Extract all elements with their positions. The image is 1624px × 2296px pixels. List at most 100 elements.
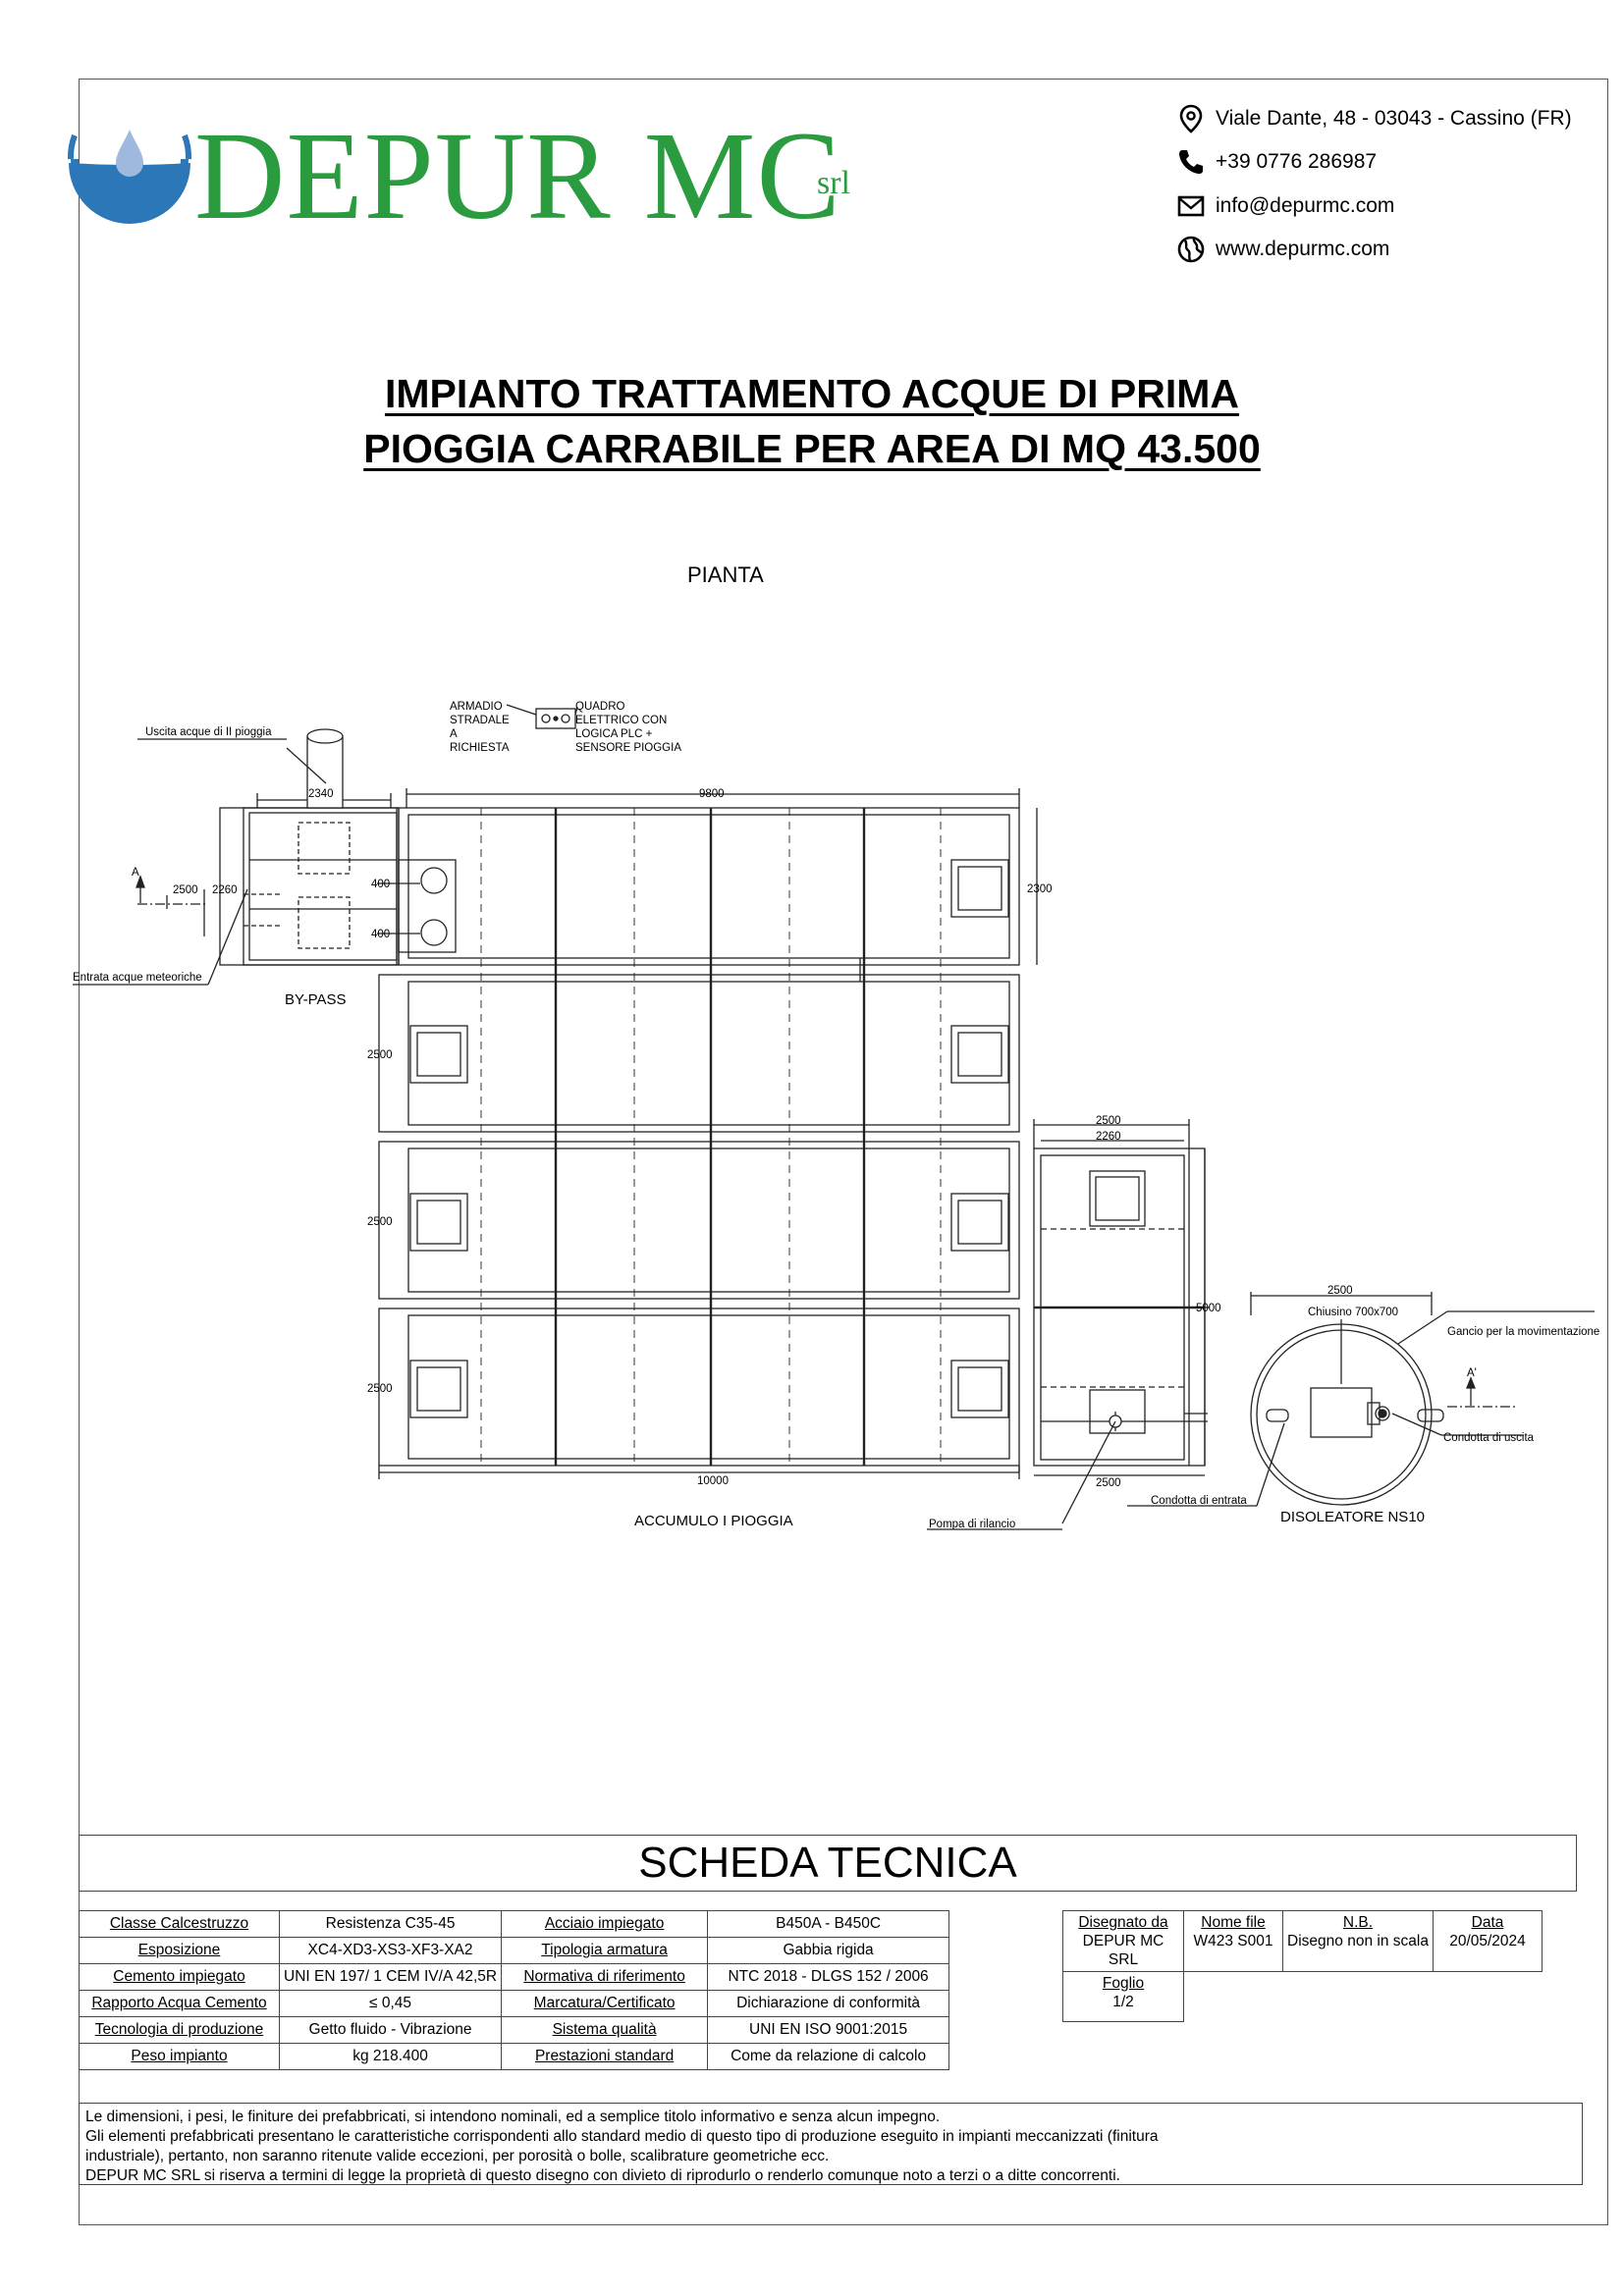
quadro-elettrico-icon [506,704,578,729]
disegnato-label: Disegnato da [1078,1914,1168,1931]
dim-10000: 10000 [697,1475,729,1487]
label-gancio: Gancio per la movimentazione [1447,1326,1599,1338]
tech-label: Marcatura/Certificato [501,1990,709,2017]
bypass-tank [73,728,400,986]
dim-2500-tank4: 2500 [367,1383,393,1395]
tech-value: XC4-XD3-XS3-XF3-XA2 [278,1937,503,1964]
nb-label: N.B. [1342,1914,1374,1931]
contact-website: www.depurmc.com [1176,235,1389,264]
section-mark-a1: A' [1467,1367,1477,1379]
label-quadro-3: LOGICA PLC + [575,728,653,740]
tech-value: ≤ 0,45 [278,1990,503,2017]
note-line: Gli elementi prefabbricati presentano le… [85,2128,1159,2145]
note-line: DEPUR MC SRL si riserva a termini di leg… [85,2167,1120,2184]
label-entrata-meteoriche: Entrata acque meteoriche [73,972,202,984]
address-text: Viale Dante, 48 - 03043 - Cassino (FR) [1216,107,1572,130]
tech-label: Cemento impiegato [79,1963,280,1991]
foglio-label: Foglio [1102,1975,1145,1992]
tech-value: UNI EN ISO 9001:2015 [707,2016,950,2044]
section-mark-a: A [132,867,139,879]
tech-label: Peso impianto [79,2043,280,2070]
label-uscita-ii: Uscita acque di II pioggia [145,726,272,738]
data-value: 20/05/2024 [1449,1933,1526,1949]
contact-phone: +39 0776 286987 [1176,147,1377,177]
page-title: IMPIANTO TRATTAMENTO ACQUE DI PRIMA PIOG… [0,369,1624,473]
title-line-2: PIOGGIA CARRABILE PER AREA DI MQ 43.500 [363,426,1261,471]
dim-400-bottom: 400 [371,929,390,940]
tech-value: Dichiarazione di conformità [707,1990,950,2017]
dim-2500-tank3: 2500 [367,1216,393,1228]
tech-label: Rapporto Acqua Cemento [79,1990,280,2017]
note-line: industriale), pertanto, non saranno rite… [85,2148,830,2164]
technical-drawing: ARMADIO STRADALE A RICHIESTA QUADRO ELET… [73,701,1599,1530]
tech-value: Gabbia rigida [707,1937,950,1964]
dim-2500-rilancio-bottom: 2500 [1096,1477,1121,1489]
label-pompa: Pompa di rilancio [929,1519,1015,1530]
cell-nome-file: Nome file W423 S001 [1183,1910,1283,1972]
phone-text: +39 0776 286987 [1216,150,1378,173]
tech-label: Esposizione [79,1937,280,1964]
dim-5000: 5000 [1196,1303,1221,1314]
tech-label: Classe Calcestruzzo [79,1910,280,1938]
tech-value: UNI EN 197/ 1 CEM IV/A 42,5R [278,1963,503,1991]
disclaimer-notes: Le dimensioni, i pesi, le finiture dei p… [79,2103,1583,2185]
tech-value: NTC 2018 - DLGS 152 / 2006 [707,1963,950,1991]
tech-value: B450A - B450C [707,1910,950,1938]
cell-disegnato: Disegnato da DEPUR MC SRL [1062,1910,1184,1972]
label-armadio-4: RICHIESTA [450,742,510,754]
label-chiusino: Chiusino 700x700 [1308,1307,1398,1318]
label-bypass: BY-PASS [285,991,347,1008]
logo-suffix: srl [817,165,850,201]
email-icon [1177,195,1205,217]
label-condotta-entrata: Condotta di entrata [1151,1495,1247,1507]
cell-nb: N.B. Disegno non in scala [1282,1910,1434,1972]
contact-email: info@depurmc.com [1176,191,1394,221]
dim-2500-rilancio-top: 2500 [1096,1115,1121,1127]
info-table: Disegnato da DEPUR MC SRL Nome file W423… [1062,1910,1543,2022]
logo-icon [67,130,192,224]
disoleatore [1127,1292,1595,1507]
label-armadio-1: ARMADIO [450,701,503,713]
tech-value: Resistenza C35-45 [278,1910,503,1938]
tech-label: Sistema qualità [501,2016,709,2044]
label-condotta-uscita: Condotta di uscita [1443,1432,1535,1444]
phone-icon [1179,150,1203,174]
dim-2300: 2300 [1027,883,1053,895]
tech-label: Tecnologia di produzione [79,2016,280,2044]
tech-label: Tipologia armatura [501,1937,709,1964]
globe-icon [1177,236,1205,263]
dim-2500-tank2: 2500 [367,1049,393,1061]
tech-value: Getto fluido - Vibrazione [278,2016,503,2044]
label-armadio-2: STRADALE [450,715,510,726]
dim-9800: 9800 [699,788,725,800]
dim-2500-bypass: 2500 [173,884,198,896]
label-armadio-3: A [450,728,458,740]
label-disoleatore: DISOLEATORE NS10 [1280,1509,1425,1525]
cell-data: Data 20/05/2024 [1433,1910,1543,1972]
foglio-value: 1/2 [1112,1994,1134,2010]
rilancio-tank [927,1119,1210,1530]
tech-label: Normativa di riferimento [501,1963,709,1991]
contact-address: Viale Dante, 48 - 03043 - Cassino (FR) [1176,104,1572,133]
disegnato-value: DEPUR MC SRL [1082,1933,1164,1968]
accumulo-tanks [378,788,1038,1479]
dim-2260-rilancio: 2260 [1096,1131,1121,1143]
dim-2260-bypass: 2260 [212,884,238,896]
scheda-title: SCHEDA TECNICA [79,1835,1577,1892]
tech-value: Come da relazione di calcolo [707,2043,950,2070]
label-accumulo: ACCUMULO I PIOGGIA [634,1513,793,1529]
logo-text: DEPUR MC [194,106,841,245]
label-quadro-1: QUADRO [575,701,625,713]
dim-400-top: 400 [371,879,390,890]
page-frame [79,79,1608,2225]
nb-value: Disegno non in scala [1287,1933,1429,1949]
label-quadro-4: SENSORE PIOGGIA [575,742,681,754]
label-quadro-2: ELETTRICO CON [575,715,667,726]
